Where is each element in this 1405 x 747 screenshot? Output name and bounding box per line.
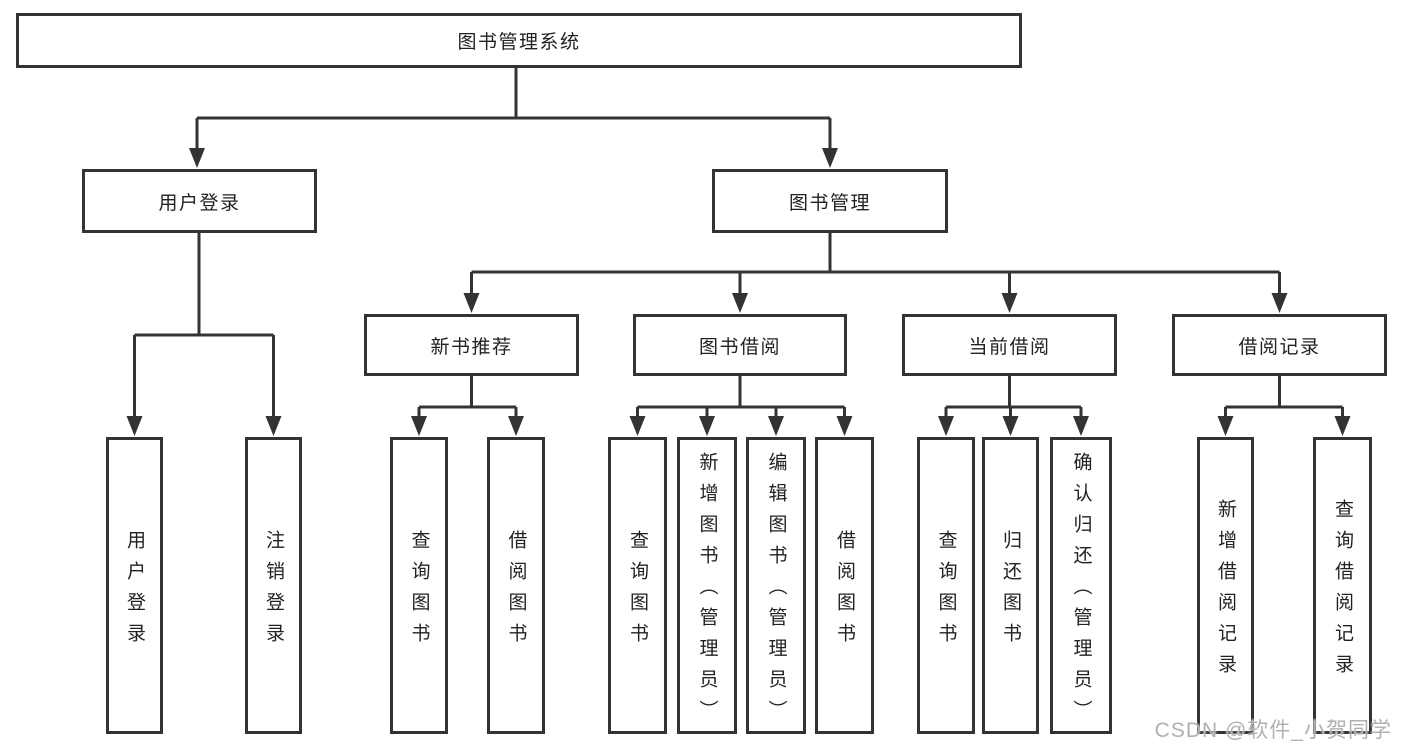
arrowhead-down-icon [126,416,143,436]
arrowhead-down-icon [836,416,853,436]
node-leaf-query-book-2: 查询图书 [608,437,667,734]
node-leaf-query-book-1: 查询图书 [390,437,448,734]
node-leaf-add-book: 新增图书（管理员） [677,437,737,734]
arrowhead-down-icon [411,416,427,436]
node-leaf-edit-book: 编辑图书（管理员） [746,437,806,734]
node-label-leaf-edit-book: 编辑图书（管理员） [765,452,787,731]
node-leaf-query-book-3: 查询图书 [917,437,975,734]
node-label-leaf-query-book-3: 查询图书 [935,529,957,654]
node-label-book-mgmt: 图书管理 [788,192,871,214]
arrowhead-down-icon [508,416,524,436]
node-label-leaf-query-record: 查询借阅记录 [1332,498,1353,685]
node-label-root: 图书管理系统 [457,32,581,53]
node-book-mgmt: 图书管理 [712,169,948,233]
node-label-leaf-borrow-book-2: 借阅图书 [834,529,855,654]
node-leaf-query-record: 查询借阅记录 [1313,437,1372,734]
node-label-new-book-rec: 新书推荐 [430,336,513,358]
arrowhead-down-icon [768,416,784,436]
arrowhead-down-icon [189,148,205,168]
arrowhead-down-icon [822,148,838,168]
node-new-book-rec: 新书推荐 [364,314,579,376]
arrowhead-down-icon [938,416,954,436]
node-label-leaf-add-book: 新增图书（管理员） [696,452,718,731]
node-label-leaf-logout: 注销登录 [263,529,284,654]
node-leaf-borrow-book-2: 借阅图书 [815,437,874,734]
arrowhead-down-icon [699,416,715,436]
arrowhead-down-icon [1002,416,1019,436]
node-label-leaf-confirm-return: 确认归还（管理员） [1070,452,1092,731]
node-label-leaf-borrow-book-1: 借阅图书 [505,529,527,654]
node-label-leaf-query-book-2: 查询图书 [627,529,648,654]
arrowhead-down-icon [265,416,282,436]
arrowhead-down-icon [629,416,646,436]
arrowhead-down-icon [732,293,748,313]
arrowhead-down-icon [1271,293,1288,313]
node-label-leaf-query-book-1: 查询图书 [408,529,430,654]
node-root: 图书管理系统 [16,13,1022,68]
arrowhead-down-icon [1073,416,1089,436]
arrowhead-down-icon [463,293,480,313]
node-label-book-borrow: 图书借阅 [698,336,781,358]
node-current-borrow: 当前借阅 [902,314,1117,376]
node-leaf-confirm-return: 确认归还（管理员） [1050,437,1112,734]
node-label-current-borrow: 当前借阅 [968,336,1051,358]
node-leaf-return-book: 归还图书 [982,437,1039,734]
node-leaf-logout: 注销登录 [245,437,302,734]
node-label-user-login: 用户登录 [158,192,241,214]
node-leaf-borrow-book-1: 借阅图书 [487,437,545,734]
node-label-leaf-add-record: 新增借阅记录 [1215,498,1236,685]
arrowhead-down-icon [1001,293,1018,313]
arrowhead-down-icon [1217,416,1234,436]
node-user-login: 用户登录 [82,169,317,233]
node-leaf-user-login: 用户登录 [106,437,163,734]
node-leaf-add-record: 新增借阅记录 [1197,437,1254,734]
node-label-leaf-user-login: 用户登录 [124,529,145,654]
node-book-borrow: 图书借阅 [633,314,847,376]
node-label-borrow-record: 借阅记录 [1238,336,1321,358]
watermark-text: CSDN @软件_小贺同学 [1154,719,1392,742]
arrowhead-down-icon [1334,416,1351,436]
node-borrow-record: 借阅记录 [1172,314,1387,376]
node-label-leaf-return-book: 归还图书 [1000,529,1021,654]
